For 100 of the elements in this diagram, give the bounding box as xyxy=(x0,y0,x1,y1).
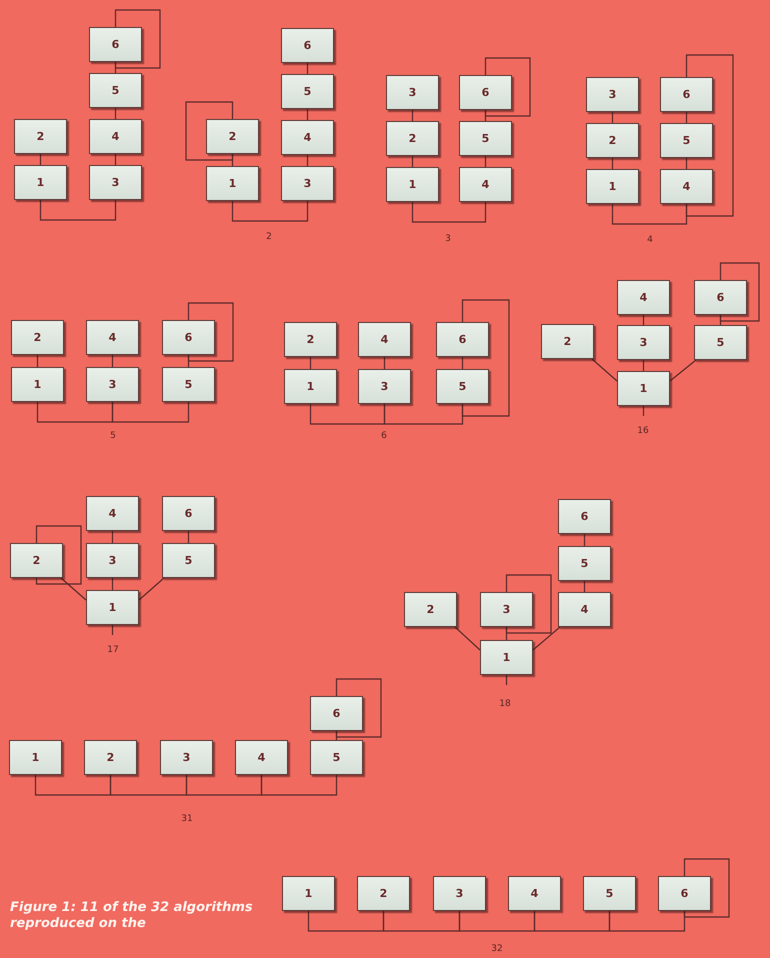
algorithm-number: 17 xyxy=(107,645,119,655)
operator-box: 6 xyxy=(660,77,713,112)
connector-line xyxy=(36,402,114,423)
connector-line xyxy=(612,158,614,169)
operator-box: 5 xyxy=(162,367,215,402)
operator-box: 5 xyxy=(436,369,489,404)
operator-box: 2 xyxy=(14,119,67,154)
connector-line xyxy=(458,911,536,932)
operator-box: 3 xyxy=(281,166,334,201)
operator-box: 6 xyxy=(281,28,334,63)
operator-box: 6 xyxy=(658,876,711,911)
operator-box: 3 xyxy=(86,543,139,578)
operator-box: 4 xyxy=(281,120,334,155)
operator-box: 6 xyxy=(558,499,611,534)
operator-box: 5 xyxy=(162,543,215,578)
algorithm-number: 32 xyxy=(491,944,503,954)
operator-box: 1 xyxy=(206,166,259,201)
figure-caption: Figure 1: 11 of the 32 algorithms reproduced on the xyxy=(10,900,254,932)
operator-box: 6 xyxy=(89,27,142,62)
operator-box: 3 xyxy=(586,77,639,112)
connector-line xyxy=(186,775,262,796)
output-line xyxy=(506,675,508,685)
connector-line xyxy=(310,357,312,369)
connector-line xyxy=(40,154,42,165)
connector-line xyxy=(462,357,464,369)
connector-line xyxy=(686,112,688,123)
connector-line xyxy=(112,402,190,423)
operator-box: 3 xyxy=(617,325,670,360)
connector-line xyxy=(612,204,688,225)
operator-box: 1 xyxy=(14,165,67,200)
operator-box: 4 xyxy=(86,496,139,531)
connector-line xyxy=(686,158,688,169)
connector-line xyxy=(384,357,386,369)
operator-box: 6 xyxy=(459,75,512,110)
algorithm-number: 31 xyxy=(181,814,193,824)
feedback-loop xyxy=(188,302,234,362)
connector-line xyxy=(114,108,116,119)
operator-box: 3 xyxy=(89,165,142,200)
operator-box: 1 xyxy=(86,590,139,625)
output-line xyxy=(112,625,114,635)
connector-line xyxy=(532,626,560,650)
connector-line xyxy=(310,404,386,425)
connector-line xyxy=(454,626,480,650)
operator-box: 3 xyxy=(160,740,213,775)
feedback-loop xyxy=(36,525,82,585)
operator-box: 4 xyxy=(459,167,512,202)
operator-box: 5 xyxy=(694,325,747,360)
feedback-loop xyxy=(462,299,510,417)
feedback-loop xyxy=(114,9,161,69)
algorithm-number: 16 xyxy=(637,426,649,436)
operator-box: 3 xyxy=(480,592,533,627)
operator-box: 2 xyxy=(206,119,259,154)
feedback-loop xyxy=(686,54,734,217)
operator-box: 2 xyxy=(404,592,457,627)
connector-line xyxy=(60,578,86,600)
operator-box: 4 xyxy=(235,740,288,775)
operator-box: 2 xyxy=(284,322,337,357)
operator-box: 5 xyxy=(558,546,611,581)
operator-box: 1 xyxy=(386,167,439,202)
connector-line xyxy=(308,911,384,932)
operator-box: 6 xyxy=(694,280,747,315)
algorithm-number: 3 xyxy=(445,234,451,244)
connector-line xyxy=(114,154,116,165)
operator-box: 3 xyxy=(358,369,411,404)
connector-line xyxy=(306,109,308,120)
operator-box: 1 xyxy=(617,371,670,406)
operator-box: 4 xyxy=(558,592,611,627)
operator-box: 3 xyxy=(433,876,486,911)
operator-box: 4 xyxy=(617,280,670,315)
connector-line xyxy=(484,156,486,167)
operator-box: 2 xyxy=(541,324,594,359)
operator-box: 5 xyxy=(281,74,334,109)
operator-box: 2 xyxy=(84,740,137,775)
operator-box: 4 xyxy=(660,169,713,204)
operator-box: 5 xyxy=(310,740,363,775)
connector-line xyxy=(112,531,114,543)
operator-box: 4 xyxy=(89,119,142,154)
operator-box: 1 xyxy=(480,640,533,675)
feedback-loop xyxy=(484,57,531,117)
operator-box: 6 xyxy=(162,320,215,355)
connector-line xyxy=(534,911,610,932)
connector-line xyxy=(412,110,414,121)
connector-line xyxy=(384,404,464,425)
connector-line xyxy=(670,360,696,382)
connector-line xyxy=(592,358,618,382)
feedback-loop xyxy=(336,678,382,738)
operator-box: 5 xyxy=(89,73,142,108)
operator-box: 5 xyxy=(459,121,512,156)
connector-line xyxy=(382,911,460,932)
connector-line xyxy=(112,578,114,590)
connector-line xyxy=(642,360,644,371)
operator-box: 2 xyxy=(11,320,64,355)
algorithm-number: 5 xyxy=(110,431,116,441)
operator-box: 1 xyxy=(9,740,62,775)
operator-box: 4 xyxy=(86,320,139,355)
connector-line xyxy=(34,775,112,796)
connector-line xyxy=(188,531,190,543)
feedback-loop xyxy=(185,101,234,161)
feedback-loop xyxy=(506,574,552,634)
operator-box: 4 xyxy=(358,322,411,357)
